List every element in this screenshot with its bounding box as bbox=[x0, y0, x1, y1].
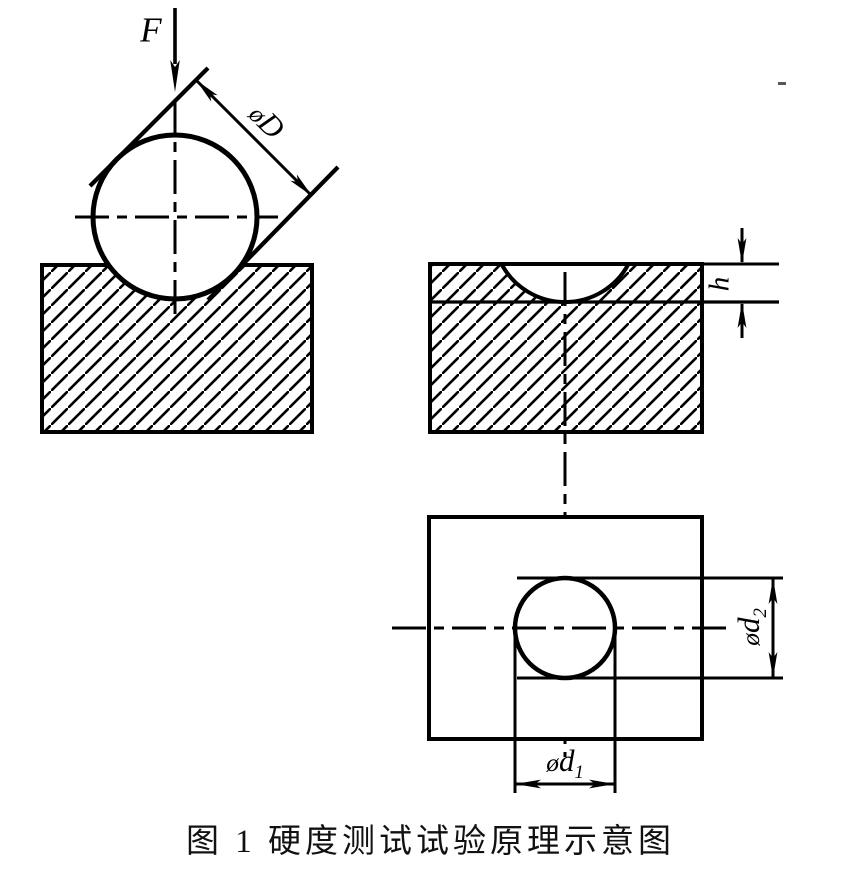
d2-subscript: 2 bbox=[750, 608, 772, 618]
dimension-arrowhead bbox=[737, 238, 747, 264]
dimension-arrowhead bbox=[515, 779, 541, 789]
dimension-arrowhead bbox=[589, 779, 615, 789]
figure-caption: 图 1 硬度测试试验原理示意图 bbox=[186, 824, 675, 860]
front-view bbox=[40, 8, 340, 434]
dimension-arrowhead bbox=[768, 652, 778, 678]
lower-tangent-line bbox=[206, 165, 340, 302]
dimension-arrowhead bbox=[290, 174, 312, 196]
top-view bbox=[392, 515, 783, 793]
print-speck bbox=[778, 82, 786, 85]
d2-letter: d bbox=[731, 617, 767, 634]
dimension-arrowhead bbox=[196, 80, 218, 102]
diameter-symbol: ø bbox=[546, 749, 559, 778]
force-label: F bbox=[140, 13, 161, 48]
indent-depth-text: h bbox=[703, 276, 736, 292]
section-view bbox=[428, 228, 779, 434]
indent-diameter-1-label: ød1 bbox=[546, 745, 584, 783]
upper-tangent-line bbox=[88, 66, 210, 188]
dimension-arrowhead bbox=[768, 578, 778, 604]
indent-depth-label: h bbox=[703, 276, 736, 292]
indent-diameter-2-label: ød2 bbox=[731, 608, 772, 646]
d1-subscript: 1 bbox=[574, 762, 584, 784]
ball-diameter-dimension-line bbox=[194, 78, 314, 198]
dimension-arrowhead bbox=[737, 302, 747, 328]
diameter-symbol: ø bbox=[737, 633, 766, 646]
force-label-text: F bbox=[140, 10, 162, 50]
force-arrowhead bbox=[170, 60, 180, 92]
d1-letter: d bbox=[558, 743, 575, 779]
